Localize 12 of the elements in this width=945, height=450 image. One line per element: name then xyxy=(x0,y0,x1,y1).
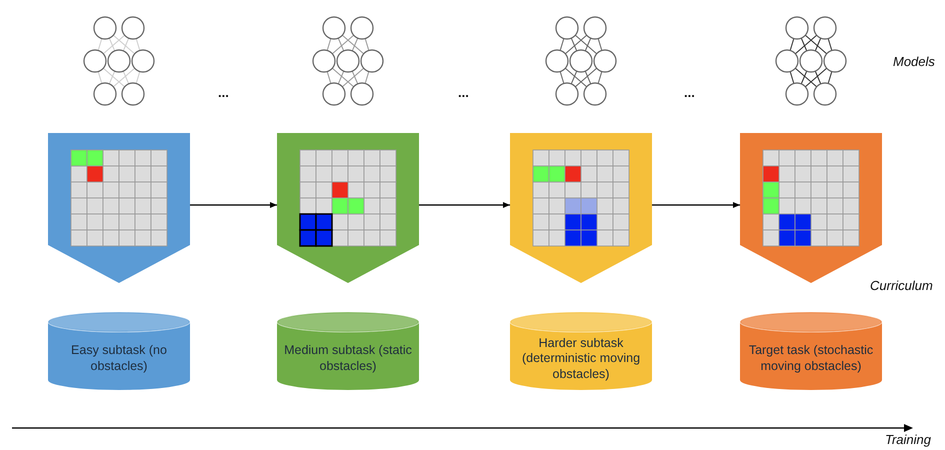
arrow xyxy=(190,202,277,208)
task-label: Target task (stochastic moving obstacles) xyxy=(748,342,874,375)
axis-label: Training xyxy=(885,432,932,447)
ellipsis: ... xyxy=(458,85,469,100)
arrow xyxy=(419,202,510,208)
task-label: Easy subtask (no obstacles) xyxy=(70,342,168,375)
ellipsis: ... xyxy=(218,85,229,100)
row-label: Models xyxy=(893,54,935,69)
ellipsis: ... xyxy=(684,85,695,100)
task-label: Medium subtask (static obstacles) xyxy=(283,342,413,375)
arrow xyxy=(652,202,740,208)
row-label: Curriculum xyxy=(870,278,933,293)
